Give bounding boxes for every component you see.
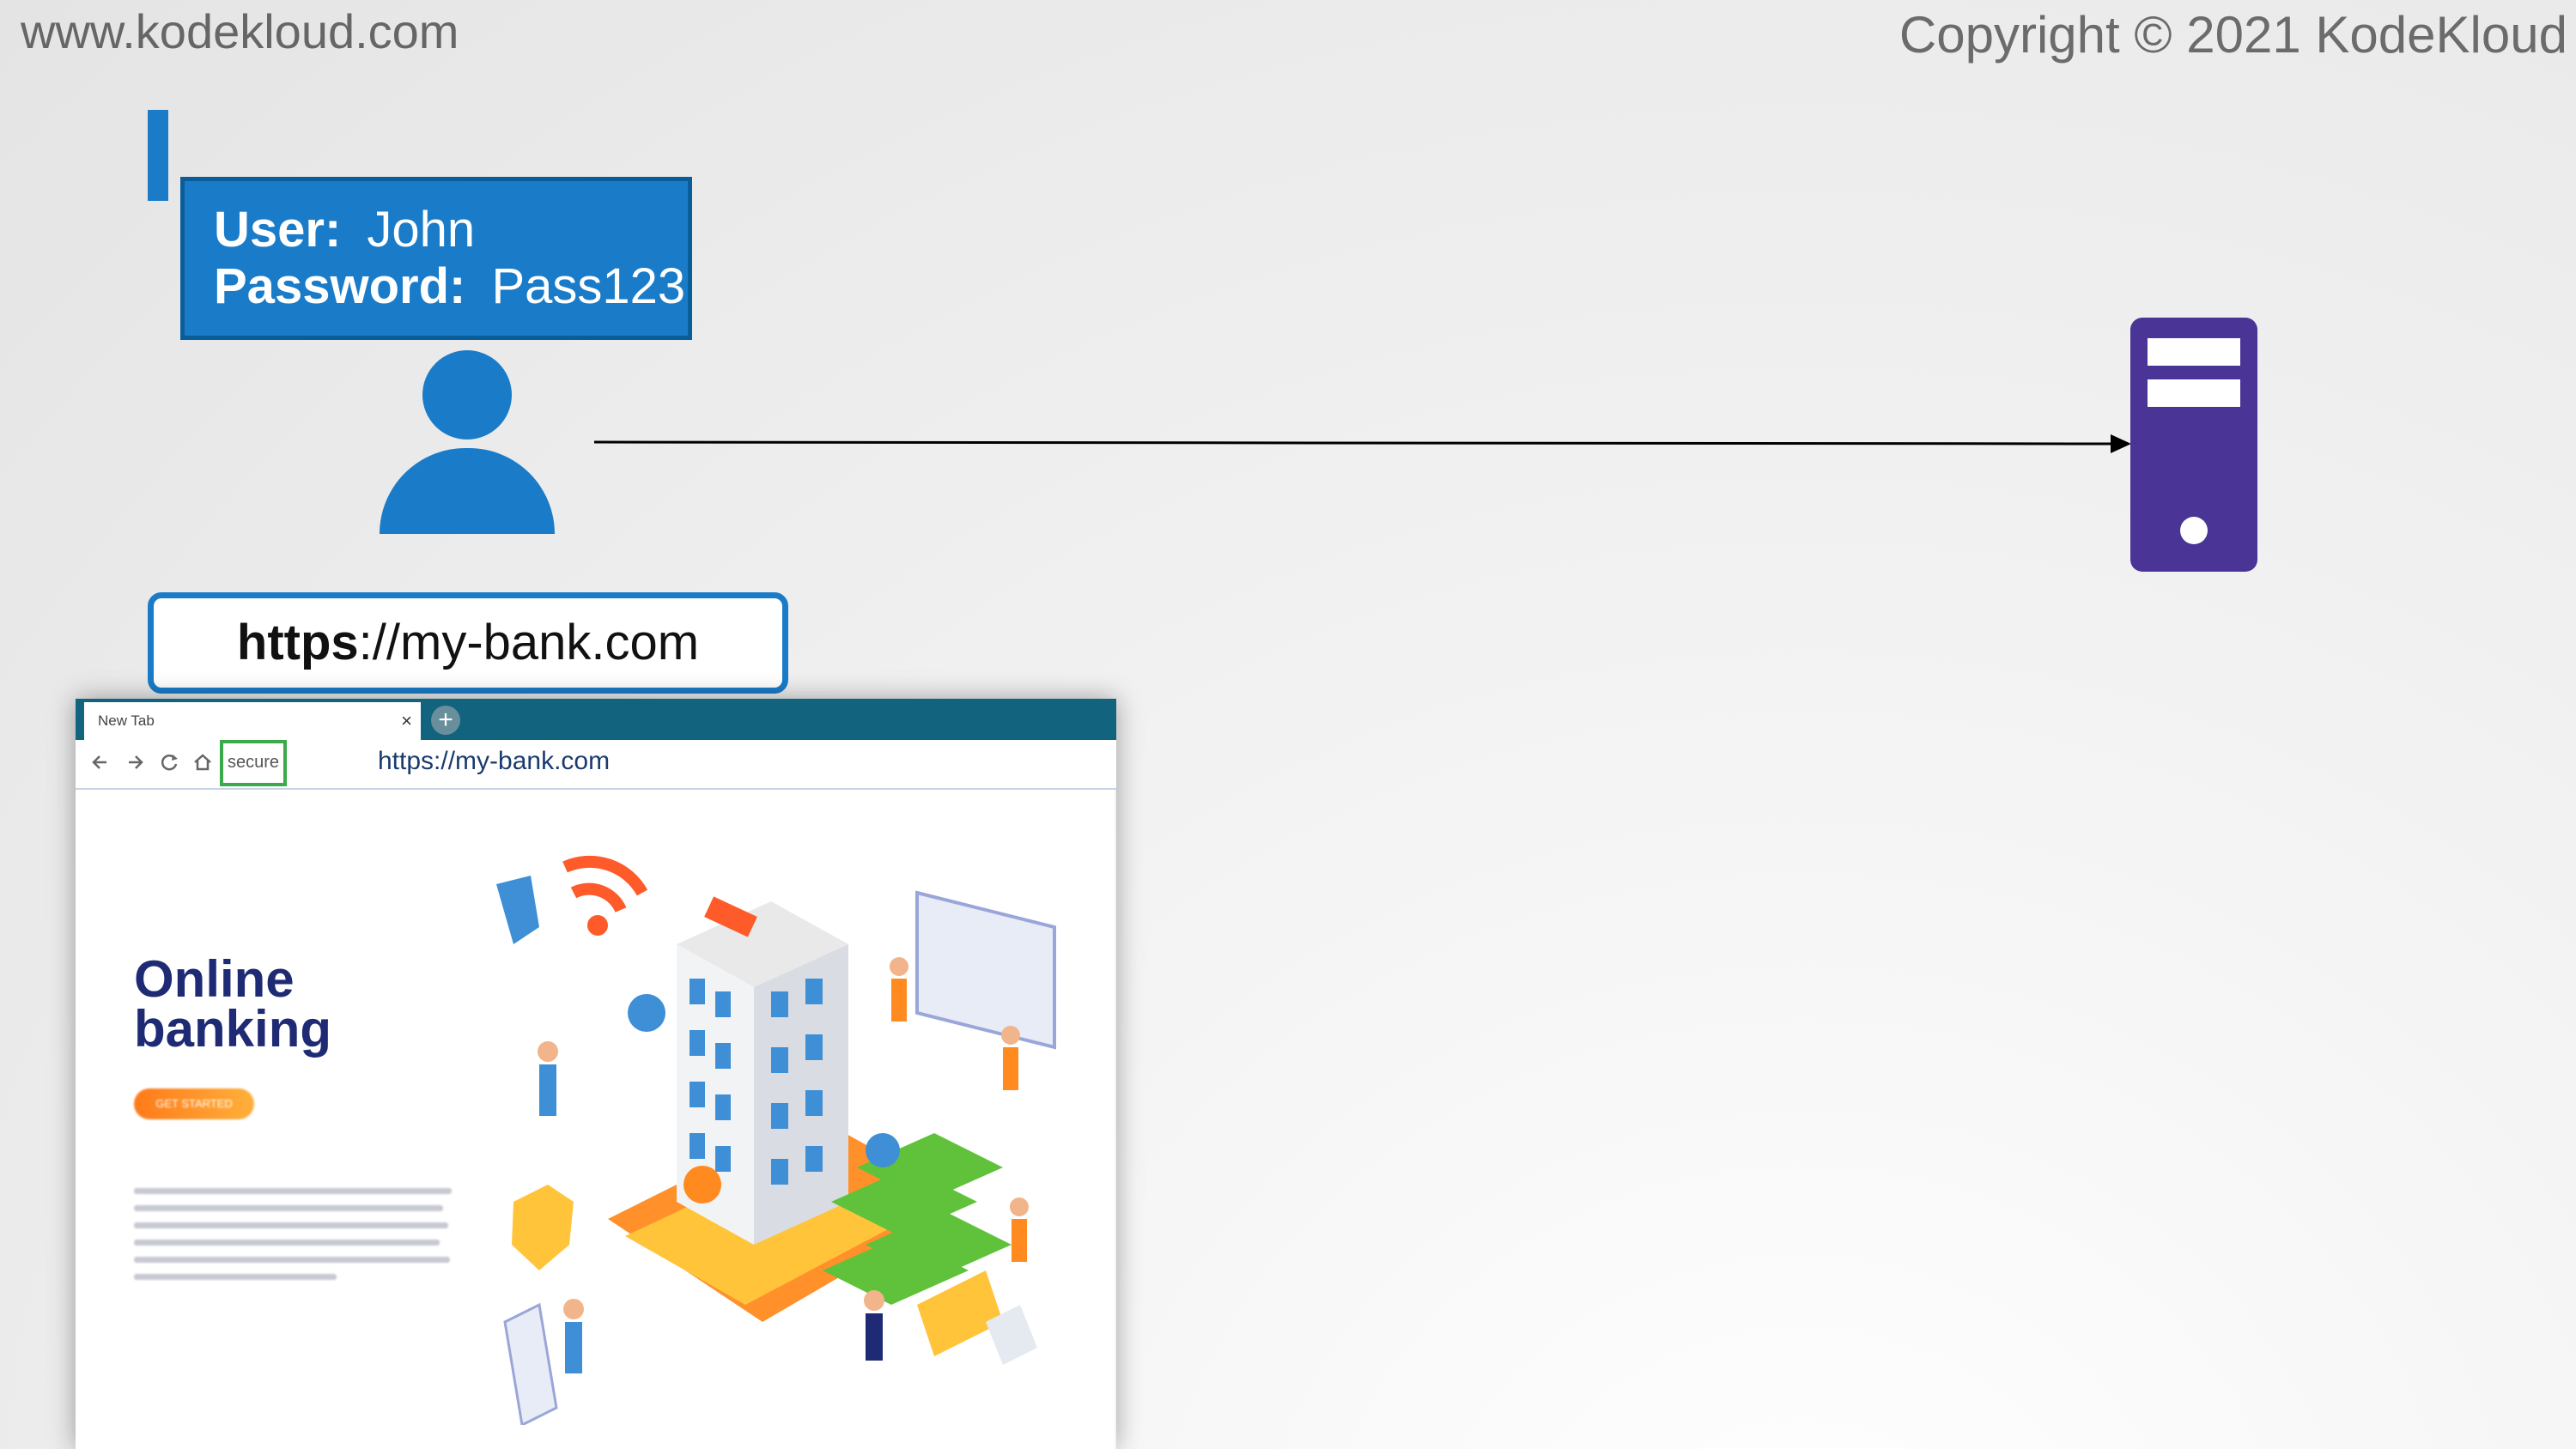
- illustration-windows: [690, 979, 823, 1185]
- server-icon: [2130, 318, 2257, 572]
- illustration-building-right: [754, 944, 848, 1245]
- get-started-button[interactable]: GET STARTED: [134, 1088, 254, 1119]
- url-box: https://my-bank.com: [148, 592, 788, 694]
- reload-icon[interactable]: [158, 750, 182, 774]
- placeholder-text-line: [134, 1188, 452, 1194]
- web-page: Online banking GET STARTED: [76, 790, 1115, 1449]
- banking-illustration: [496, 855, 1056, 1425]
- credentials-box: User: John Password: Pass123: [180, 177, 692, 340]
- illustration-phone: [915, 890, 1056, 1050]
- forward-icon[interactable]: [124, 750, 148, 774]
- back-icon[interactable]: [89, 750, 113, 774]
- password-value: Pass123: [491, 258, 686, 314]
- tab-label: New Tab: [98, 712, 155, 729]
- copyright-text: Copyright © 2021 KodeKloud: [1899, 6, 2567, 64]
- illustration-people: [538, 957, 1029, 1373]
- tab-bar: New Tab × +: [76, 699, 1116, 740]
- password-line: Password: Pass123: [214, 258, 688, 315]
- illustration-percent-tag: [496, 876, 539, 944]
- url-scheme: https: [236, 615, 359, 670]
- illustration-building-roof: [677, 901, 848, 987]
- server-slot: [2148, 379, 2240, 407]
- password-label: Password:: [214, 258, 466, 314]
- hero-title: Online banking: [134, 950, 332, 1058]
- placeholder-text-line: [134, 1274, 337, 1280]
- user-label: User:: [214, 202, 342, 258]
- user-value: John: [367, 202, 476, 258]
- home-icon[interactable]: [191, 750, 215, 774]
- placeholder-text-line: [134, 1222, 448, 1228]
- illustration-shield: [512, 1185, 574, 1270]
- illustration-truck-cab: [986, 1305, 1037, 1365]
- placeholder-text-line: [134, 1205, 443, 1211]
- site-url: www.kodekloud.com: [21, 4, 459, 58]
- tab-new-tab[interactable]: New Tab ×: [84, 702, 421, 740]
- server-led: [2180, 517, 2208, 544]
- illustration-bank-sign: [704, 896, 757, 937]
- close-tab-icon[interactable]: ×: [401, 710, 412, 731]
- request-arrow-icon: [593, 434, 2131, 453]
- placeholder-text-line: [134, 1240, 440, 1246]
- illustration-wifi-dot: [587, 915, 608, 936]
- user-icon-body: [380, 448, 555, 534]
- illustration-badge: [683, 1166, 721, 1203]
- browser-window: New Tab × + secure https://my-bank.com O…: [76, 699, 1116, 1449]
- new-tab-icon[interactable]: +: [431, 706, 460, 735]
- placeholder-text-line: [134, 1257, 450, 1263]
- browser-toolbar: secure https://my-bank.com: [76, 740, 1116, 790]
- illustration-document: [503, 1302, 558, 1425]
- address-bar[interactable]: https://my-bank.com: [378, 747, 611, 775]
- user-line: User: John: [214, 202, 688, 258]
- secure-indicator[interactable]: secure: [220, 740, 287, 786]
- illustration-money: [823, 1133, 1012, 1305]
- server-slot: [2148, 338, 2240, 366]
- illustration-badge: [628, 994, 665, 1032]
- accent-bar: [148, 110, 168, 201]
- url-rest: ://my-bank.com: [358, 615, 700, 670]
- illustration-wifi: [562, 855, 648, 913]
- user-icon-head: [422, 350, 512, 440]
- illustration-badge: [866, 1133, 900, 1167]
- illustration-truck: [917, 1270, 1003, 1356]
